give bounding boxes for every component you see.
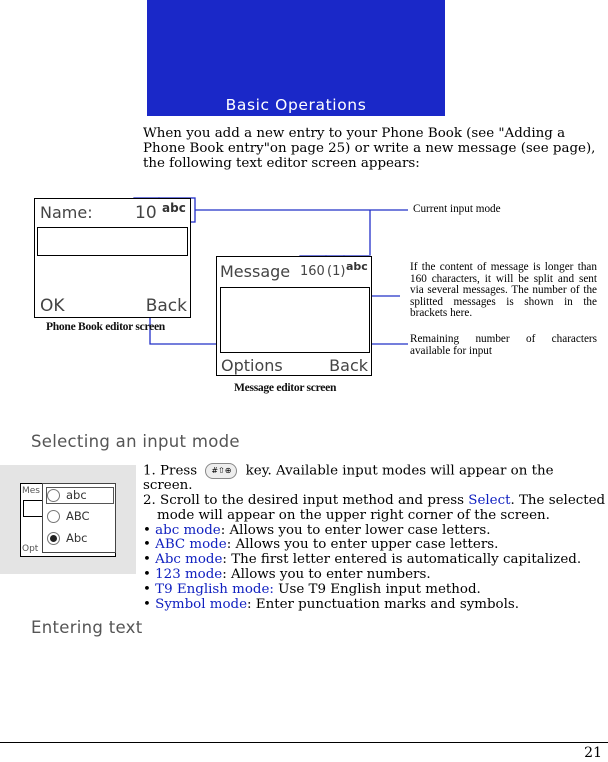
chapter-banner: Basic Operations <box>147 0 445 116</box>
footer-rule <box>0 742 608 743</box>
back-softkey-message[interactable]: Back <box>329 356 368 375</box>
name-input-field[interactable] <box>37 227 188 256</box>
input-mode-item: • Abc mode: The first letter entered is … <box>143 552 606 568</box>
input-mode-menu: abc ABC Abc <box>42 483 116 553</box>
bullet-icon: • <box>143 537 156 553</box>
page-number: 21 <box>584 745 602 761</box>
ok-softkey[interactable]: OK <box>40 296 65 316</box>
radio-selected-icon <box>47 532 60 545</box>
option-label: abc <box>66 488 87 502</box>
mode-description: : The first letter entered is automatica… <box>222 552 582 568</box>
bullet-icon: • <box>143 596 156 612</box>
mode-description: Use T9 English input method. <box>273 581 481 597</box>
mode-description: : Allows you to enter numbers. <box>222 567 431 583</box>
mini-title-fragment: Mes <box>22 486 40 496</box>
options-softkey[interactable]: Options <box>221 356 283 375</box>
input-mode-item: • abc mode: Allows you to enter lower ca… <box>143 522 606 539</box>
bullet-icon: • <box>143 581 156 597</box>
step-1: 1. Press #⇧⊕ key. Available input modes … <box>143 463 554 494</box>
input-mode-item: • 123 mode: Allows you to enter numbers. <box>143 567 606 583</box>
radio-icon <box>47 510 60 523</box>
chapter-title: Basic Operations <box>225 96 367 114</box>
mini-softkey-fragment: Opt <box>22 544 39 554</box>
input-mode-item: • ABC mode: Allows you to enter upper ca… <box>143 538 606 553</box>
mode-term: Abc mode <box>155 552 223 568</box>
menu-option-Abc[interactable]: Abc <box>47 531 88 545</box>
phonebook-caption: Phone Book editor screen <box>46 320 165 333</box>
message-input-field[interactable] <box>220 287 370 353</box>
mode-term: T9 English mode: <box>155 581 274 597</box>
menu-option-ABC[interactable]: ABC <box>47 509 90 523</box>
input-mode-steps: 1. Press #⇧⊕ key. Available input modes … <box>143 463 606 612</box>
intro-paragraph: When you add a new entry to your Phone B… <box>143 126 596 171</box>
mode-description: : Allows you to enter upper case letters… <box>226 537 499 553</box>
radio-icon <box>47 489 60 502</box>
bullet-icon: • <box>143 552 156 568</box>
callout-remaining: Remaining number of characters available… <box>410 333 597 357</box>
input-mode-item: • Symbol mode: Enter punctuation marks a… <box>143 596 606 613</box>
select-term: Select <box>468 493 511 509</box>
option-label: ABC <box>66 509 90 523</box>
message-caption: Message editor screen <box>234 381 337 394</box>
mode-description: : Allows you to enter lower case letters… <box>220 522 491 538</box>
callout-split-note: If the content of message is longer than… <box>410 261 597 319</box>
section-heading-entering-text: Entering text <box>31 618 143 637</box>
option-label: Abc <box>66 531 88 545</box>
menu-option-abc[interactable]: abc <box>46 487 114 504</box>
phonebook-editor-screen: Name: 10 abc OK Back <box>34 198 191 318</box>
mode-description: : Enter punctuation marks and symbols. <box>247 596 520 612</box>
mode-term: Symbol mode <box>155 596 248 612</box>
input-mode-illustration: Mes Opt abc ABC Abc <box>0 465 136 574</box>
message-editor-screen: Message 160 (1) abc Options Back <box>216 256 372 376</box>
name-label: Name: <box>40 203 93 222</box>
mode-term: ABC mode <box>155 537 227 553</box>
message-counter: 160 <box>300 264 325 279</box>
step-2: 2. Scroll to the desired input method an… <box>143 493 606 523</box>
message-title: Message <box>220 262 291 281</box>
bullet-icon: • <box>143 567 156 583</box>
message-mode-indicator: abc <box>346 260 368 273</box>
back-softkey[interactable]: Back <box>145 296 187 316</box>
input-mode-list: • abc mode: Allows you to enter lower ca… <box>143 522 606 613</box>
hash-key-icon: #⇧⊕ <box>205 463 238 479</box>
callout-input-mode: Current input mode <box>413 203 501 215</box>
message-parts: (1) <box>327 264 346 279</box>
mode-term: abc mode <box>155 522 221 538</box>
phonebook-counter: 10 <box>135 203 157 223</box>
mode-term: 123 mode <box>155 567 223 583</box>
bullet-icon: • <box>143 522 156 538</box>
phonebook-mode-indicator: abc <box>162 201 186 215</box>
section-heading-input-mode: Selecting an input mode <box>31 432 240 451</box>
input-mode-item: • T9 English mode: Use T9 English input … <box>143 581 606 598</box>
